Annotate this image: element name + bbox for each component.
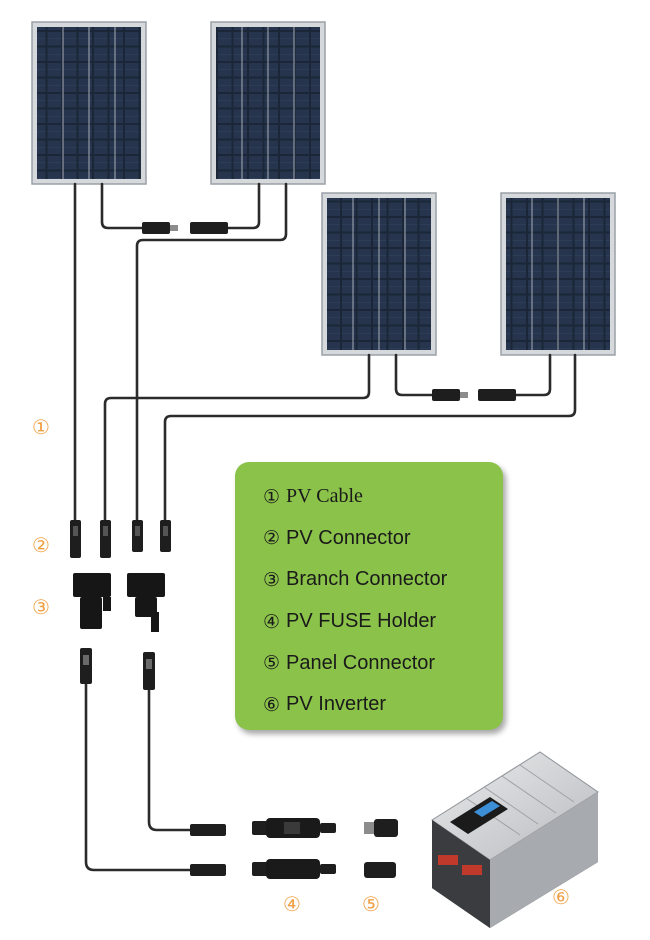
legend-list: ① PV Cable ② PV Connector ③ Branch Conne… [235, 462, 503, 726]
pv-cables [73, 182, 577, 872]
legend-item-panel-connector: ⑤ Panel Connector [263, 642, 503, 684]
callout-inverter: ⑥ [552, 885, 570, 909]
solar-panel-3 [321, 192, 437, 356]
branch-connector-icon [73, 573, 111, 629]
callout-panel-connector: ⑤ [362, 892, 380, 916]
legend-item-branch-connector: ③ Branch Connector [263, 559, 503, 601]
mc4-connector-icon [160, 520, 171, 552]
legend-number: ⑥ [263, 693, 281, 716]
series-connector-1 [142, 222, 228, 234]
callout-fuse-holder: ④ [283, 892, 301, 916]
legend-label: Branch Connector [286, 568, 448, 591]
legend-item-inverter: ⑥ PV Inverter [263, 684, 503, 726]
inverter-icon [431, 751, 599, 928]
legend-item-pv-connector: ② PV Connector [263, 518, 503, 560]
legend-number: ② [263, 527, 281, 550]
mc4-connector-icon [80, 648, 92, 684]
mc4-connector-icon [190, 824, 226, 836]
mc4-connector-icon [364, 862, 396, 878]
mc4-connector-icon [70, 520, 81, 558]
legend-number: ③ [263, 568, 281, 591]
legend-number: ① [263, 485, 281, 508]
fuse-holder-icon [252, 818, 336, 838]
fuse-holder-icon [252, 859, 336, 879]
callout-branch-connector: ③ [32, 595, 50, 619]
mc4-connector-icon [100, 520, 111, 558]
legend-box: ① PV Cable ② PV Connector ③ Branch Conne… [235, 462, 503, 730]
legend-label: PV FUSE Holder [286, 610, 437, 633]
legend-item-fuse-holder: ④ PV FUSE Holder [263, 601, 503, 643]
solar-panel-1 [31, 21, 147, 185]
legend-label: PV Inverter [286, 693, 387, 716]
legend-number: ④ [263, 610, 281, 633]
callout-pv-connector: ② [32, 533, 50, 557]
legend-label: PV Connector [286, 526, 411, 549]
solar-panel-2 [210, 21, 326, 185]
branch-connector-icon [127, 573, 165, 632]
legend-label: PV Cable [286, 485, 363, 508]
mc4-connector-icon [132, 520, 143, 552]
mc4-connector-icon [190, 864, 226, 876]
callout-pv-cable: ① [32, 415, 50, 439]
mc4-connector-icon [364, 819, 398, 837]
pv-connector-row [70, 520, 171, 558]
series-connector-2 [432, 389, 516, 401]
legend-item-pv-cable: ① PV Cable [263, 476, 503, 518]
legend-number: ⑤ [263, 652, 281, 675]
mc4-connector-icon [143, 652, 155, 690]
legend-label: Panel Connector [286, 651, 436, 674]
solar-panel-4 [500, 192, 616, 356]
